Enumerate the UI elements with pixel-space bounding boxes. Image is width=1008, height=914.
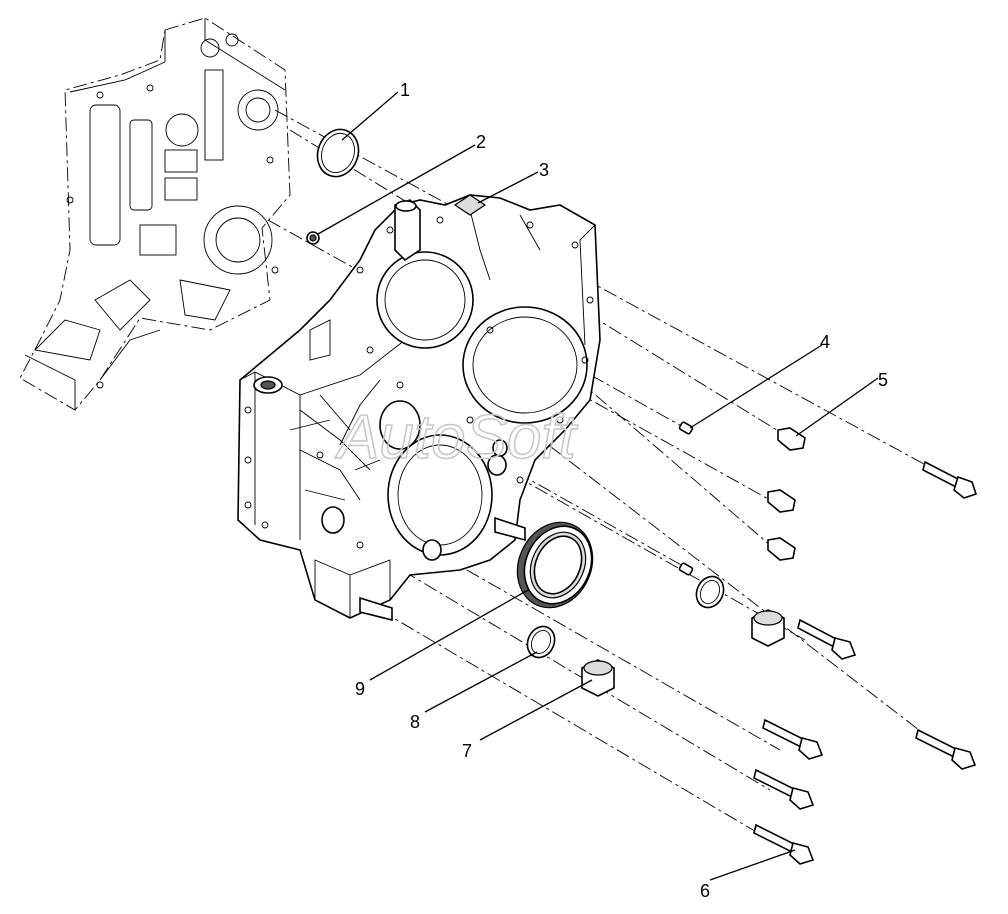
long-bolt-6 [753,460,978,865]
callout-8: 8 [410,712,420,732]
plug-7 [581,609,785,697]
o-ring-8 [526,575,725,659]
callout-3: 3 [539,160,549,180]
callout-7: 7 [462,741,472,761]
timing-cover [237,194,601,622]
o-ring-1 [316,128,360,178]
seal-ring-2 [306,231,320,245]
leader-lines [317,91,879,881]
crankshaft-seal-9 [516,521,594,609]
callout-5: 5 [878,370,888,390]
watermark: AutoSoft [334,403,579,472]
flange-screw-5 [767,427,806,561]
callout-1: 1 [400,80,410,100]
callout-9: 9 [355,679,365,699]
dowel-pin-4 [678,421,694,576]
callout-4: 4 [820,332,830,352]
callout-2: 2 [476,132,486,152]
callouts: 1 2 3 4 5 6 7 8 9 [355,80,888,901]
callout-6: 6 [700,881,710,901]
engine-block [19,17,291,411]
